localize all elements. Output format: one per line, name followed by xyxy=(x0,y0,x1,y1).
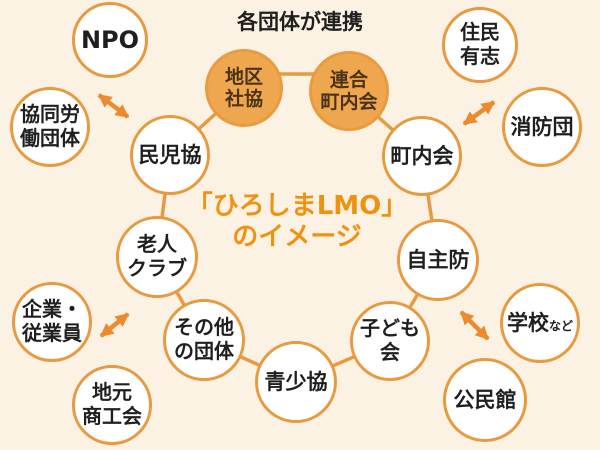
node-minjikyo: 民児協 xyxy=(130,115,210,195)
node-rengo-chonaikai: 連合町内会 xyxy=(309,51,389,131)
node-label-text: クラブ xyxy=(127,256,187,280)
node-kodomokai: 子ども会 xyxy=(350,301,430,381)
node-label-text: 消防団 xyxy=(510,114,574,139)
node-label-text: 民児協 xyxy=(138,142,202,167)
node-label: 学校など xyxy=(507,311,573,336)
double-arrow-icon xyxy=(462,100,496,126)
node-label-text: 学校 xyxy=(506,310,549,335)
node-label-text: の団体 xyxy=(174,339,234,363)
node-label-text: 地元 xyxy=(92,380,132,405)
double-arrow-icon xyxy=(99,312,130,338)
node-label-text: 町内会 xyxy=(320,91,378,113)
node-kominkan: 公民館 xyxy=(443,358,527,442)
node-label-text: 商工会 xyxy=(82,404,142,428)
node-label-text: 社協 xyxy=(224,88,263,110)
node-kyodo-rodo: 協同労働団体 xyxy=(10,87,90,167)
node-label-text: 老人 xyxy=(137,232,177,257)
node-label-suffix: など xyxy=(548,318,573,333)
node-label-text: 町内会 xyxy=(390,143,454,168)
node-label-text: 有志 xyxy=(460,44,500,68)
header-caption: 各団体が連携 xyxy=(237,10,363,34)
node-npo: NPO xyxy=(72,2,148,78)
node-label-text: 働団体 xyxy=(20,126,80,150)
center-title: 「ひろしまLMO」 のイメージ xyxy=(147,191,447,253)
node-seishokyo: 青少協 xyxy=(255,341,337,423)
node-jishubo: 自主防 xyxy=(397,219,479,301)
node-kigyo-jugyoin: 企業・従業員 xyxy=(12,282,92,362)
node-label-text: 子ども xyxy=(360,316,420,341)
node-chonaikai: 町内会 xyxy=(382,116,462,196)
node-chiku-shakyo: 地区社協 xyxy=(205,49,283,127)
double-arrow-icon xyxy=(97,93,130,119)
double-arrow-icon xyxy=(459,310,490,341)
node-rojin-club: 老人クラブ xyxy=(116,216,198,298)
node-label-text: 地区 xyxy=(224,65,263,88)
node-jumin-yushi: 住民有志 xyxy=(442,7,518,83)
node-label-text: 会 xyxy=(380,340,400,364)
center-title-line1: 「ひろしまLMO」 xyxy=(186,191,408,221)
node-label-text: NPO xyxy=(80,25,140,54)
node-sonota-dantai: その他の団体 xyxy=(163,299,245,381)
node-label-text: 企業・ xyxy=(22,297,82,322)
node-jimoto-shokokai: 地元商工会 xyxy=(72,365,152,445)
node-label-text: 従業員 xyxy=(22,321,82,345)
center-title-line2: のイメージ xyxy=(232,222,362,253)
node-label-text: 自主防 xyxy=(406,247,470,272)
node-gakko: 学校など xyxy=(500,283,580,363)
node-label-text: その他 xyxy=(174,315,234,340)
node-label-text: 青少協 xyxy=(264,369,328,394)
node-shobodan: 消防団 xyxy=(502,87,582,167)
node-label-text: 住民 xyxy=(460,20,500,45)
node-label-text: 協同労 xyxy=(20,102,80,127)
node-label-text: 公民館 xyxy=(453,387,517,412)
node-label-text: 連合 xyxy=(329,68,368,91)
